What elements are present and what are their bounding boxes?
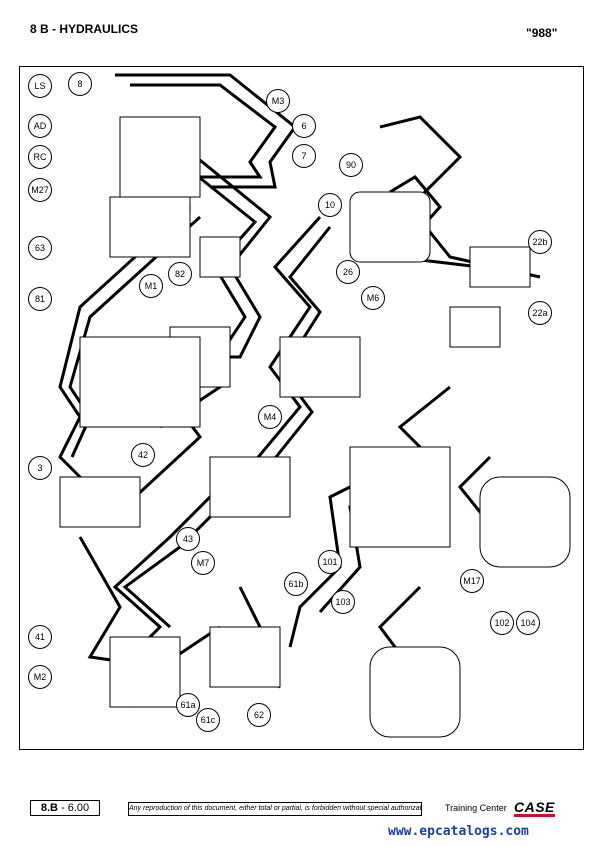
callout-61c: 61c bbox=[196, 708, 220, 732]
callout-41: 41 bbox=[28, 625, 52, 649]
pump-housing bbox=[109, 196, 191, 258]
brand-logo: CASE bbox=[514, 799, 555, 817]
callout-M2: M2 bbox=[28, 665, 52, 689]
page-number-suffix: - 6.00 bbox=[61, 802, 90, 814]
callout-22b: 22b bbox=[528, 230, 552, 254]
callout-103: 103 bbox=[331, 590, 355, 614]
block-3 bbox=[59, 476, 141, 528]
pedal-22a bbox=[449, 306, 501, 348]
control-valve-81 bbox=[79, 336, 201, 428]
callout-RC: RC bbox=[28, 145, 52, 169]
callout-7: 7 bbox=[292, 144, 316, 168]
callout-M7: M7 bbox=[191, 551, 215, 575]
callout-6: 6 bbox=[292, 114, 316, 138]
callout-LS: LS bbox=[28, 74, 52, 98]
valve-42 bbox=[209, 456, 291, 518]
motor-90 bbox=[349, 191, 431, 263]
callout-M3: M3 bbox=[266, 89, 290, 113]
callout-M4: M4 bbox=[258, 405, 282, 429]
callout-101: 101 bbox=[318, 550, 342, 574]
valve-block-101 bbox=[349, 446, 451, 548]
callout-8: 8 bbox=[68, 72, 92, 96]
callout-M27: M27 bbox=[28, 178, 52, 202]
valve-62 bbox=[209, 626, 281, 688]
callout-102: 102 bbox=[490, 611, 514, 635]
pedal-22b bbox=[469, 246, 531, 288]
callout-104: 104 bbox=[516, 611, 540, 635]
callout-M6: M6 bbox=[361, 286, 385, 310]
valve-10 bbox=[199, 236, 241, 278]
website-link[interactable]: www.epcatalogs.com bbox=[388, 824, 529, 839]
callout-AD: AD bbox=[28, 114, 52, 138]
callout-82: 82 bbox=[168, 262, 192, 286]
manifold-26 bbox=[279, 336, 361, 398]
callout-62: 62 bbox=[247, 703, 271, 727]
section-title: 8 B - HYDRAULICS bbox=[30, 22, 139, 36]
block-41 bbox=[109, 636, 181, 708]
main-pump-block bbox=[119, 116, 201, 198]
hydraulic-diagram bbox=[58, 73, 571, 738]
callout-90: 90 bbox=[339, 153, 363, 177]
callout-61b: 61b bbox=[284, 572, 308, 596]
callout-M1: M1 bbox=[139, 274, 163, 298]
page-number-prefix: 8.B bbox=[40, 802, 58, 814]
callout-3: 3 bbox=[28, 456, 52, 480]
callout-63: 63 bbox=[28, 236, 52, 260]
page-number: 8.B - 6.00 bbox=[30, 800, 100, 816]
travel-motor-lower bbox=[369, 646, 461, 738]
hydraulic-diagram-frame bbox=[19, 66, 584, 750]
training-center-label: Training Center bbox=[445, 803, 507, 813]
callout-81: 81 bbox=[28, 287, 52, 311]
model-code: "988" bbox=[526, 26, 558, 40]
callout-22a: 22a bbox=[528, 301, 552, 325]
callout-42: 42 bbox=[131, 443, 155, 467]
components bbox=[59, 116, 571, 738]
callout-61a: 61a bbox=[176, 693, 200, 717]
copyright-notice: Any reproduction of this document, eithe… bbox=[128, 802, 422, 816]
callout-26: 26 bbox=[336, 260, 360, 284]
callout-10: 10 bbox=[318, 193, 342, 217]
travel-motor-102 bbox=[479, 476, 571, 568]
callout-43: 43 bbox=[176, 527, 200, 551]
callout-M17: M17 bbox=[460, 569, 484, 593]
